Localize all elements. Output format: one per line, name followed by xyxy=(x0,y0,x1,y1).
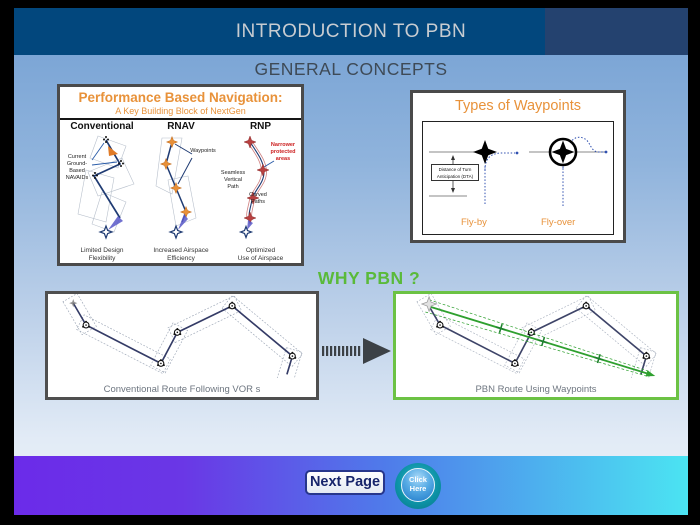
navaid-marker xyxy=(92,136,124,179)
slide: INTRODUCTION TO PBN GENERAL CONCEPTS Per… xyxy=(14,8,688,515)
waypoint-diagram-box: Distance of Turn Anticipation (DTA) Fly-… xyxy=(422,121,614,235)
column-rnav-caption: Increased Airspace Efficiency xyxy=(153,246,209,262)
waypoint-star xyxy=(165,135,179,149)
open-star-marker xyxy=(238,224,254,240)
rnp-star xyxy=(243,135,257,149)
column-rnp: RNP Narr xyxy=(220,120,301,263)
page-title: INTRODUCTION TO PBN xyxy=(235,21,467,42)
waypoint-panel-title: Types of Waypoints xyxy=(455,98,581,114)
conventional-route-diagram xyxy=(62,293,304,384)
flyover-waypoint-star xyxy=(551,140,575,164)
pbn-columns: Conventional xyxy=(60,120,301,263)
open-star-marker xyxy=(98,224,114,240)
waypoint-types-panel: Types of Waypoints xyxy=(410,90,626,243)
column-rnav-header: RNAV xyxy=(167,121,195,132)
pbn-panel-title: Performance Based Navigation: xyxy=(78,90,283,105)
title-bar: INTRODUCTION TO PBN xyxy=(14,8,688,55)
navaids-annotation: Current Ground- Based NAVAIDs xyxy=(65,154,89,181)
flyby-waypoint-star xyxy=(473,140,497,164)
column-conventional: Conventional xyxy=(62,120,142,263)
click-here-button[interactable]: Click Here xyxy=(395,463,441,509)
pbn-route-diagram xyxy=(416,293,658,384)
rnp-star xyxy=(256,163,270,177)
waypoints-annotation: Waypoints xyxy=(190,148,216,154)
rnp-diagram xyxy=(238,135,275,240)
column-conventional-caption: Limited Design Flexibility xyxy=(80,246,124,262)
title-bar-right-block xyxy=(545,8,688,55)
conventional-route-caption: Conventional Route Following VOR s xyxy=(103,384,261,395)
rnp-label-seamless: Seamless Vertical Path xyxy=(220,170,246,190)
click-here-label: Click Here xyxy=(401,468,435,502)
pbn-panel-subtitle: A Key Building Block of NextGen xyxy=(115,106,246,116)
rnav-diagram xyxy=(155,135,197,240)
waypoint-diagram xyxy=(429,136,608,206)
pbn-route-caption: PBN Route Using Waypoints xyxy=(475,384,597,395)
conventional-diagram xyxy=(77,135,135,240)
waypoint-star xyxy=(159,157,173,171)
flyby-label: Fly-by xyxy=(461,217,487,228)
why-pbn-heading: WHY PBN ? xyxy=(317,268,421,288)
conventional-route-panel: Conventional Route Following VOR s xyxy=(45,291,319,400)
transition-arrow-icon xyxy=(322,338,391,364)
pbn-route-panel: PBN Route Using Waypoints xyxy=(393,291,679,400)
section-heading: GENERAL CONCEPTS xyxy=(254,59,448,79)
column-conventional-header: Conventional xyxy=(70,121,134,132)
waypoint-star xyxy=(179,205,193,219)
column-rnp-caption: Optimized Use of Airspace xyxy=(237,246,284,262)
dta-label-box: Distance of Turn Anticipation (DTA) xyxy=(431,164,479,181)
rnp-star xyxy=(246,191,260,205)
waypoint-star xyxy=(169,181,183,195)
open-star-marker xyxy=(168,224,184,240)
column-rnav: RNAV Waypoints xyxy=(142,120,220,263)
pbn-concepts-panel: Performance Based Navigation: A Key Buil… xyxy=(57,84,304,266)
orange-arrow-marker xyxy=(108,146,118,156)
footer-bar: Next Page Click Here xyxy=(14,456,688,515)
next-page-button[interactable]: Next Page xyxy=(305,470,385,495)
flyover-label: Fly-over xyxy=(541,217,576,228)
column-rnp-header: RNP xyxy=(249,121,272,132)
rnp-annotation: Narrower protected areas xyxy=(270,142,296,162)
pbn-panel-header: Performance Based Navigation: A Key Buil… xyxy=(60,87,301,120)
rnp-label-curved: Curved Paths xyxy=(249,192,267,205)
